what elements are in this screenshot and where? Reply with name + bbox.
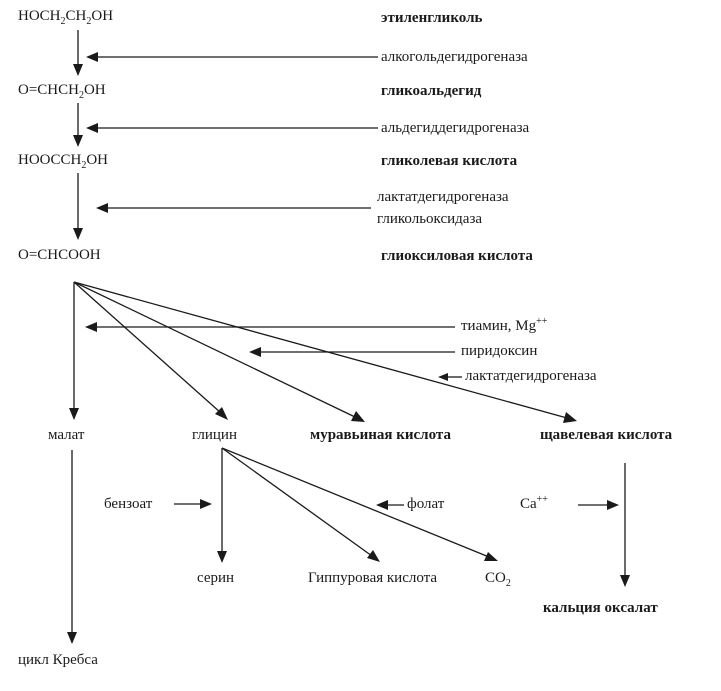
arrowhead	[607, 500, 619, 510]
arrowhead	[249, 347, 261, 357]
oxalic-acid-label: щавелевая кислота	[540, 427, 673, 443]
arrowhead	[69, 408, 79, 420]
arrowhead	[215, 407, 228, 420]
ethylene-glycol-formula: HOCH2CH2OH	[18, 8, 114, 27]
formic-acid-label: муравьиная кислота	[310, 427, 451, 443]
hippuric-acid-label: Гиппуровая кислота	[308, 570, 438, 586]
arrowhead	[73, 228, 83, 240]
glycolate-oxidase-label: гликольоксидаза	[377, 211, 483, 227]
arrowhead	[67, 632, 77, 644]
glyoxylic-acid-name: глиоксиловая кислота	[381, 248, 533, 264]
glycolaldehyde-name: гликоальдегид	[381, 83, 482, 99]
arrowhead	[367, 550, 380, 562]
arrowhead	[86, 52, 98, 62]
arrowhead	[73, 135, 83, 147]
benzoate-label: бензоат	[104, 496, 153, 512]
alcohol-dehydrogenase-label: алкогольдегидрогеназа	[381, 49, 528, 65]
glycine-label: глицин	[192, 427, 237, 443]
lactate-dehydrogenase-2-label: лактатдегидрогеназа	[465, 368, 597, 384]
glycolic-acid-name: гликолевая кислота	[381, 153, 518, 169]
arrowhead	[96, 203, 108, 213]
pyridoxine-label: пиридоксин	[461, 343, 538, 359]
arrowhead	[86, 123, 98, 133]
serine-label: серин	[197, 570, 235, 586]
arrowhead	[73, 64, 83, 76]
calcium-ion-label: Ca++	[520, 494, 548, 513]
arrow-to-formic-acid	[73, 281, 356, 418]
glycolaldehyde-formula: O=CHCH2OH	[18, 82, 106, 101]
arrow-to-oxalic-acid	[73, 281, 568, 419]
co2-label: CO2	[485, 570, 511, 589]
arrow-glycine-to-hippuric	[221, 447, 373, 557]
arrowhead	[217, 551, 227, 563]
aldehyde-dehydrogenase-label: альдегиддегидрогеназа	[381, 120, 530, 136]
arrowhead	[85, 322, 97, 332]
arrowhead	[563, 412, 577, 423]
arrow-to-glycine	[73, 281, 222, 414]
glycolic-acid-formula: HOOCCH2OH	[18, 152, 109, 171]
folate-label: фолат	[407, 496, 445, 512]
glyoxylic-acid-formula: O=CHCOOH	[18, 247, 101, 263]
calcium-oxalate-label: кальция оксалат	[543, 600, 658, 616]
krebs-cycle-label: цикл Кребса	[18, 652, 98, 668]
ethylene-glycol-name: этиленгликоль	[381, 10, 483, 26]
lactate-dehydrogenase-label: лактатдегидрогеназа	[377, 189, 509, 205]
thiamine-label: тиамин, Mg++	[461, 316, 548, 335]
arrowhead	[376, 500, 388, 510]
arrowhead	[620, 575, 630, 587]
arrowhead	[200, 499, 212, 509]
malate-label: малат	[48, 427, 85, 443]
arrowhead	[351, 411, 365, 422]
arrow-glycine-to-co2	[221, 447, 490, 558]
arrowhead	[438, 373, 448, 381]
arrowhead	[484, 552, 498, 561]
